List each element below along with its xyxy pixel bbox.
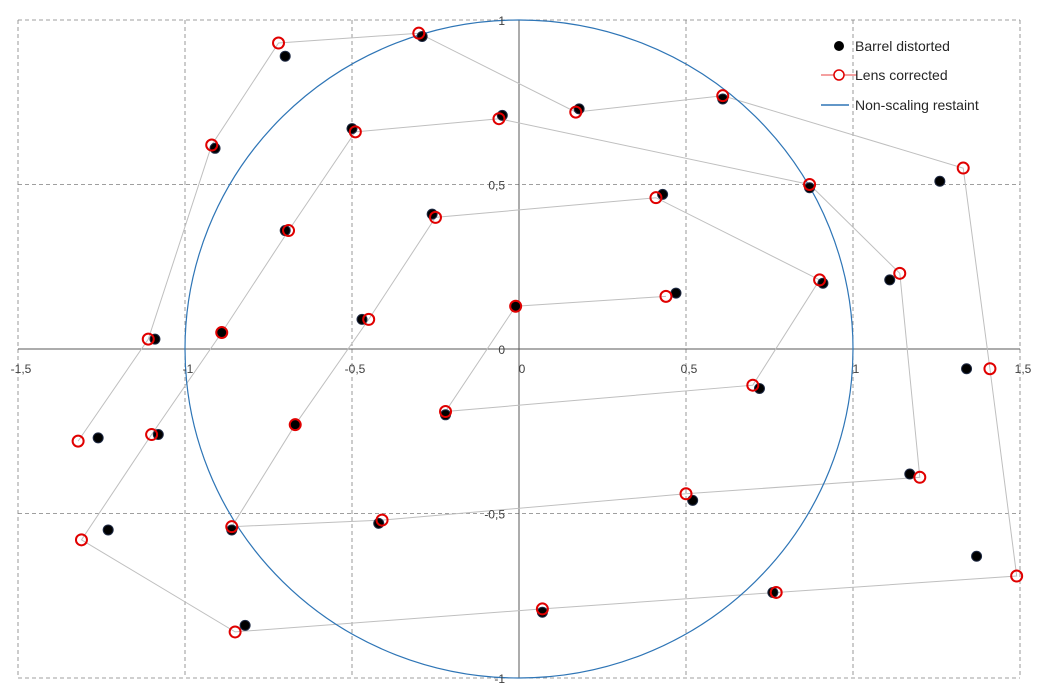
distorted-point bbox=[884, 274, 896, 286]
corrected-point bbox=[509, 299, 523, 313]
corrected-point bbox=[769, 585, 783, 599]
corrected-point bbox=[893, 266, 907, 280]
legend-label-distorted: Barrel distorted bbox=[855, 38, 950, 54]
connector-polyline bbox=[77, 32, 1018, 633]
distorted-point bbox=[904, 468, 916, 480]
corrected-point bbox=[535, 602, 549, 616]
corrected-point bbox=[282, 224, 296, 238]
distorted-point bbox=[279, 50, 291, 62]
corrected-point bbox=[913, 470, 927, 484]
x-tick-label: 0 bbox=[519, 362, 526, 376]
x-tick-label: 1 bbox=[853, 362, 860, 376]
corrected-point bbox=[492, 112, 506, 126]
corrected-point bbox=[412, 26, 426, 40]
corrected-point bbox=[659, 289, 673, 303]
corrected-point bbox=[746, 378, 760, 392]
corrected-point bbox=[228, 625, 242, 639]
corrected-point bbox=[649, 191, 663, 205]
corrected-point bbox=[956, 161, 970, 175]
distorted-point bbox=[102, 524, 114, 536]
x-tick-label: 1,5 bbox=[1015, 362, 1032, 376]
distorted-point bbox=[753, 382, 765, 394]
x-tick-label: -1 bbox=[183, 362, 194, 376]
corrected-point bbox=[375, 513, 389, 527]
y-tick-label: 0 bbox=[498, 343, 505, 357]
x-tick-label: -1,5 bbox=[11, 362, 32, 376]
y-tick-label: 1 bbox=[498, 14, 505, 28]
corrected-point bbox=[272, 36, 286, 50]
corrected-point bbox=[983, 362, 997, 376]
corrected-point bbox=[1010, 569, 1024, 583]
corrected-point bbox=[716, 89, 730, 103]
corrected-point bbox=[74, 533, 88, 547]
distorted-point bbox=[670, 287, 682, 299]
y-tick-label: -1 bbox=[494, 672, 505, 686]
corrected-point bbox=[813, 273, 827, 287]
legend: Barrel distorted Lens corrected Non-scal… bbox=[821, 38, 979, 113]
distorted-point bbox=[971, 550, 983, 562]
corrected-point bbox=[439, 405, 453, 419]
corrected-point bbox=[215, 326, 229, 340]
corrected-point bbox=[362, 312, 376, 326]
corrected-point bbox=[225, 520, 239, 534]
x-tick-label: -0,5 bbox=[345, 362, 366, 376]
corrected-point bbox=[288, 418, 302, 432]
corrected-point bbox=[569, 105, 583, 119]
y-tick-labels: 1 0,5 0 -0,5 -1 bbox=[484, 14, 505, 686]
legend-marker-corrected bbox=[833, 69, 845, 81]
distorted-point bbox=[239, 619, 251, 631]
x-tick-labels: -1,5 -1 -0,5 0 0,5 1 1,5 bbox=[11, 362, 1032, 376]
y-tick-label: -0,5 bbox=[484, 508, 505, 522]
corrected-point bbox=[71, 434, 85, 448]
legend-label-circle: Non-scaling restaint bbox=[855, 97, 979, 113]
restraint-circle bbox=[184, 19, 854, 679]
corrected-point bbox=[205, 138, 219, 152]
connector-lines bbox=[77, 32, 1018, 633]
distorted-point bbox=[687, 494, 699, 506]
corrected-point bbox=[145, 428, 159, 442]
distorted-point bbox=[961, 363, 973, 375]
legend-label-corrected: Lens corrected bbox=[855, 67, 948, 83]
corrected-point bbox=[141, 332, 155, 346]
distorted-point bbox=[934, 175, 946, 187]
corrected-point bbox=[679, 487, 693, 501]
legend-marker-distorted bbox=[834, 41, 844, 51]
corrected-point bbox=[429, 210, 442, 224]
distorted-point bbox=[92, 432, 104, 444]
corrected-point bbox=[803, 178, 817, 191]
y-tick-label: 0,5 bbox=[488, 179, 505, 193]
corrected-point bbox=[348, 125, 362, 139]
distorted-point bbox=[657, 188, 669, 200]
series-lens-corrected bbox=[71, 26, 1024, 639]
restraint-circle-layer bbox=[184, 19, 854, 679]
x-tick-label: 0,5 bbox=[681, 362, 698, 376]
axes bbox=[18, 20, 1020, 678]
